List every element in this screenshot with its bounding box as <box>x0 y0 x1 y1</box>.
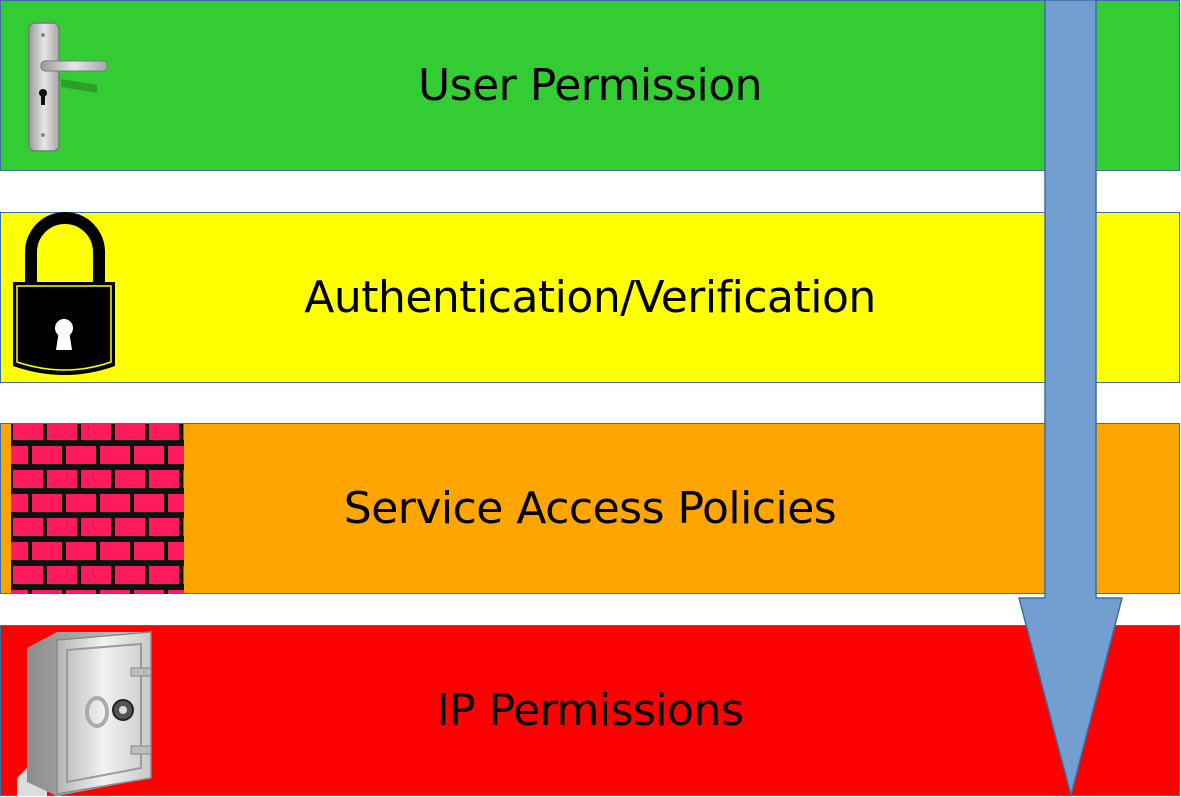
brick <box>100 446 130 464</box>
brick <box>13 566 43 584</box>
brick <box>149 518 179 536</box>
brick <box>183 566 184 584</box>
brick <box>32 590 62 594</box>
brick <box>115 518 145 536</box>
padlock-icon <box>13 212 115 375</box>
safe-vault-icon <box>17 631 152 796</box>
brick <box>11 542 28 560</box>
brick <box>66 542 96 560</box>
brick <box>183 424 184 440</box>
brick <box>115 566 145 584</box>
brick <box>81 518 111 536</box>
layer-user-permission: User Permission <box>0 0 1180 171</box>
brick <box>66 494 96 512</box>
brick <box>81 424 111 440</box>
brick <box>100 494 130 512</box>
brick <box>134 542 164 560</box>
brick <box>100 590 130 594</box>
brick <box>134 494 164 512</box>
layer-label: User Permission <box>417 60 763 111</box>
layer-ip-permissions: IP Permissions <box>0 625 1180 796</box>
brick <box>11 446 28 464</box>
brick <box>149 566 179 584</box>
brick <box>47 470 77 488</box>
brick <box>168 590 184 594</box>
brick <box>11 494 28 512</box>
layer-authentication: Authentication/Verification <box>0 212 1180 383</box>
brick <box>13 424 43 440</box>
brick <box>149 470 179 488</box>
brick <box>66 446 96 464</box>
brick <box>115 424 145 440</box>
brick <box>81 470 111 488</box>
brick <box>134 590 164 594</box>
door-handle-icon <box>28 22 108 152</box>
brick <box>47 518 77 536</box>
brick-wall-icon <box>11 424 184 594</box>
brick <box>149 424 179 440</box>
brick <box>11 590 28 594</box>
layer-label: Authentication/Verification <box>304 272 876 323</box>
brick <box>66 590 96 594</box>
brick <box>47 424 77 440</box>
brick <box>13 470 43 488</box>
brick <box>168 542 184 560</box>
brick <box>168 446 184 464</box>
brick <box>47 566 77 584</box>
layer-label: Service Access Policies <box>343 483 837 534</box>
brick <box>134 446 164 464</box>
brick <box>183 518 184 536</box>
brick <box>100 542 130 560</box>
layer-label: IP Permissions <box>436 685 744 736</box>
brick <box>32 446 62 464</box>
brick <box>32 542 62 560</box>
brick <box>115 470 145 488</box>
layer-service-access: Service Access Policies <box>0 423 1180 594</box>
brick <box>13 518 43 536</box>
brick <box>168 494 184 512</box>
brick <box>81 566 111 584</box>
brick <box>32 494 62 512</box>
brick <box>183 470 184 488</box>
